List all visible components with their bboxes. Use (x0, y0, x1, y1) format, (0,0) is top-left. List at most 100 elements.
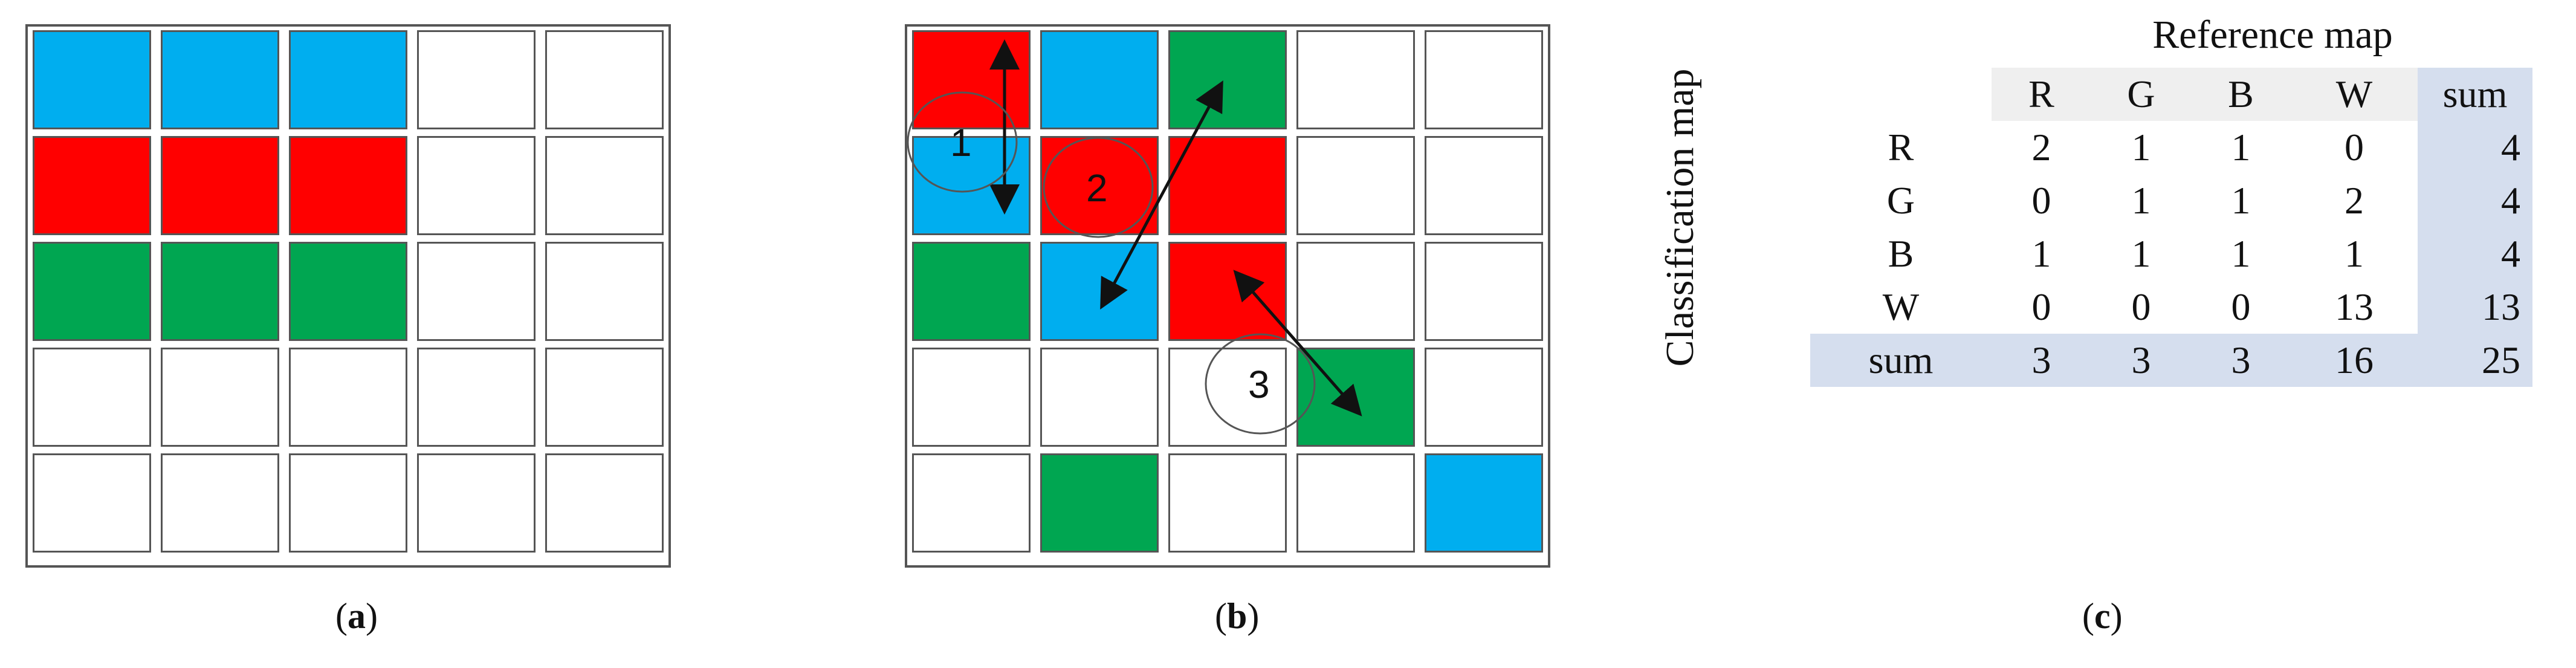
table-cell: 0 (2131, 285, 2151, 328)
sum-row: sum 3 3 3 16 25 (1810, 334, 2532, 387)
grid-a-cell-0-1 (161, 30, 279, 129)
grid-a-cell-3-2 (289, 348, 407, 447)
grid-a-cell-4-3 (417, 453, 536, 553)
arrow-3 (1233, 270, 1362, 417)
header-row: R G B W sum (1810, 68, 2532, 121)
grid-b-cell-1-3 (1296, 136, 1415, 235)
grid-b-cell-4-1 (1040, 453, 1159, 553)
grid-a-cell-1-0 (33, 136, 151, 235)
column-axis-label: Reference map (2152, 13, 2393, 57)
table-row: W 0 0 0 13 13 (1810, 280, 2532, 334)
table-cell: 2 (2031, 126, 2051, 169)
caption-a-letter: a (347, 596, 366, 636)
grid-a-cell-1-2 (289, 136, 407, 235)
caption-b-letter: b (1226, 596, 1248, 636)
grid-a-cell-0-3 (417, 30, 536, 129)
column-header-sum: sum (2418, 68, 2532, 121)
grid-a-cell-1-1 (161, 136, 279, 235)
table-cell: 3 (1992, 334, 2091, 387)
grid-a-cell-0-4 (545, 30, 664, 129)
grid-a-cell-2-3 (417, 242, 536, 341)
table-row: R 2 1 1 0 4 (1810, 121, 2532, 174)
marker-label-1: 1 (950, 121, 972, 164)
corner-cell (1810, 68, 1992, 121)
table-cell: 0 (2231, 285, 2251, 328)
row-label-r: R (1888, 126, 1914, 169)
table-cell: 1 (2231, 126, 2251, 169)
row-label-g: G (1886, 179, 1915, 222)
grid-b-cell-2-4 (1425, 242, 1543, 341)
row-sum-cell: 13 (2418, 280, 2532, 334)
grid-b-cell-1-4 (1425, 136, 1543, 235)
grid-a-cell-2-0 (33, 242, 151, 341)
table-row: B 1 1 1 1 4 (1810, 227, 2532, 280)
row-sum-cell: 4 (2418, 227, 2532, 280)
grid-b-cell-3-1 (1040, 348, 1159, 447)
table-cell: 1 (2131, 179, 2151, 222)
caption-b: (b) (1215, 596, 1260, 636)
table-row: G 0 1 1 2 4 (1810, 174, 2532, 227)
caption-c: (c) (2082, 596, 2123, 636)
grid-b-cell-0-3 (1296, 30, 1415, 129)
table-cell: 13 (2335, 285, 2374, 328)
grid-a-cell-3-4 (545, 348, 664, 447)
grid-a-cell-2-4 (545, 242, 664, 341)
grid-b-cell-3-0 (912, 348, 1031, 447)
grid-a-cell-3-3 (417, 348, 536, 447)
marker-circle-1 (907, 91, 1018, 193)
column-header-w: W (2291, 68, 2418, 121)
grid-a-cell-4-2 (289, 453, 407, 553)
table-cell: 0 (2345, 126, 2364, 169)
table-cell: 1 (2131, 232, 2151, 275)
grid-a-cell-2-1 (161, 242, 279, 341)
row-label-b: B (1888, 232, 1914, 275)
caption-a: (a) (335, 596, 378, 636)
grid-b-cell-4-4 (1425, 453, 1543, 553)
table-cell: 0 (2031, 179, 2051, 222)
total-cell: 25 (2418, 334, 2532, 387)
table-cell: 2 (2345, 179, 2364, 222)
table-cell: 1 (2131, 126, 2151, 169)
grid-b-cell-3-4 (1425, 348, 1543, 447)
panel-c: Classification map Reference map R G B W… (1658, 12, 2563, 435)
column-header-g: G (2091, 68, 2191, 121)
grid-a-cell-3-0 (33, 348, 151, 447)
grid-a-cell-0-0 (33, 30, 151, 129)
grid-a-cell-0-2 (289, 30, 407, 129)
table-cell: 1 (2345, 232, 2364, 275)
caption-c-letter: c (2094, 596, 2111, 636)
table-cell: 3 (2091, 334, 2191, 387)
marker-circle-3 (1205, 333, 1316, 435)
grid-b-cell-4-2 (1168, 453, 1287, 553)
grid-b-cell-4-0 (912, 453, 1031, 553)
grid-b-cell-4-3 (1296, 453, 1415, 553)
table-cell: 0 (2031, 285, 2051, 328)
panel-b-overlay: 1 2 3 (907, 39, 1362, 435)
arrow-2 (1100, 80, 1223, 310)
table-cell: 1 (2231, 232, 2251, 275)
grid-a-cell-4-1 (161, 453, 279, 553)
row-sum-cell: 4 (2418, 121, 2532, 174)
grid-b-cell-0-4 (1425, 30, 1543, 129)
table-cell: 3 (2191, 334, 2291, 387)
grid-a-cell-4-4 (545, 453, 664, 553)
column-header-b: B (2191, 68, 2291, 121)
row-label-w: W (1882, 285, 1920, 328)
grid-a-cell-4-0 (33, 453, 151, 553)
grid-a-cell-1-3 (417, 136, 536, 235)
row-sum-cell: 4 (2418, 174, 2532, 227)
grid-b-cell-2-0 (912, 242, 1031, 341)
marker-circle-2 (1043, 137, 1154, 238)
grid-a-cell-1-4 (545, 136, 664, 235)
table-cell: 16 (2291, 334, 2418, 387)
table-cell: 1 (2031, 232, 2051, 275)
sum-row-label: sum (1810, 334, 1992, 387)
marker-label-3: 3 (1248, 363, 1270, 406)
table-cell: 1 (2231, 179, 2251, 222)
column-header-r: R (1992, 68, 2091, 121)
confusion-matrix-table: R G B W sum R 2 1 1 0 4 G 0 1 1 2 4 B 1 … (1810, 68, 2532, 387)
marker-label-2: 2 (1086, 166, 1108, 210)
grid-a-cell-2-2 (289, 242, 407, 341)
row-axis-label: Classification map (1658, 68, 1702, 367)
grid-a-cell-3-1 (161, 348, 279, 447)
